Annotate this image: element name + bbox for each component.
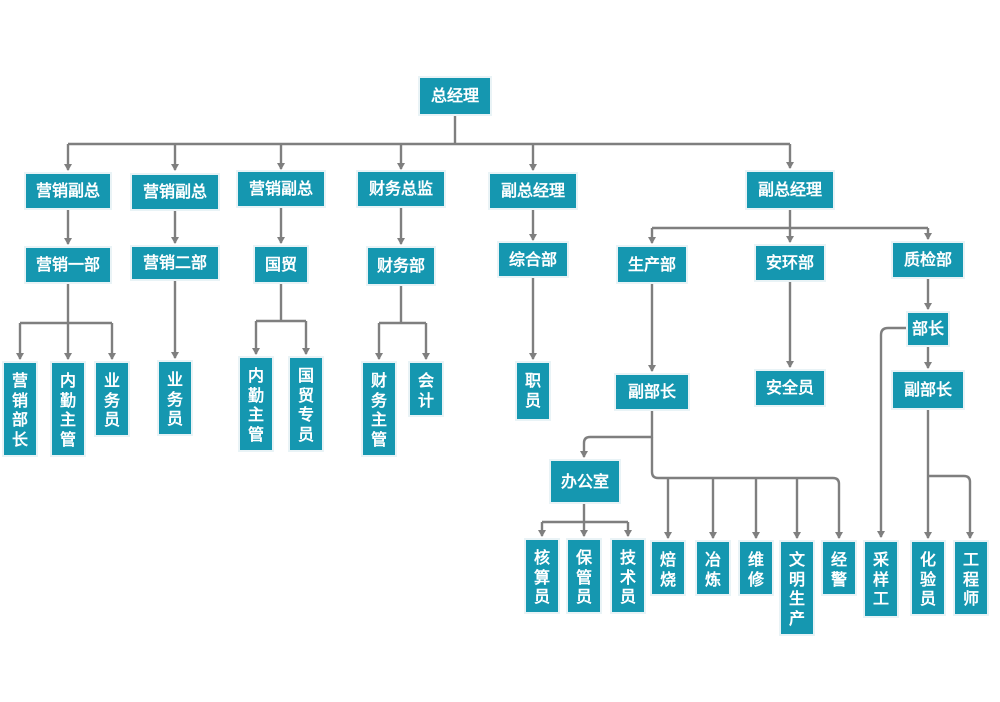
accounting-clerk-box: 核算员 xyxy=(524,538,560,614)
lab-tester-box: 化验员 xyxy=(910,540,946,616)
sales-vp-2-box: 营销副总 xyxy=(130,173,220,211)
sales-dept-1-box: 营销一部 xyxy=(24,246,112,284)
sales-vp-3-box: 营销副总 xyxy=(236,170,326,208)
sales-vp-1-box: 营销副总 xyxy=(24,172,112,210)
intl-trade-box: 国贸 xyxy=(253,245,309,284)
deputy-gm-2-box: 副总经理 xyxy=(745,170,835,210)
finance-director-box: 财务总监 xyxy=(356,170,446,208)
staff-box: 职员 xyxy=(515,361,551,421)
safety-env-dept-box: 安环部 xyxy=(754,244,826,282)
finance-supervisor-box: 财务主管 xyxy=(361,361,397,457)
sales-dept-2-box: 营销二部 xyxy=(130,245,220,281)
maintenance-box: 维修 xyxy=(738,540,774,596)
trade-specialist-box: 国贸专员 xyxy=(288,356,324,452)
accountant-box: 会计 xyxy=(408,361,444,417)
civil-production-box: 文明生产 xyxy=(779,540,815,636)
sampler-box: 采样工 xyxy=(863,540,899,618)
sales-manager-box: 营销部长 xyxy=(2,361,38,457)
finance-dept-box: 财务部 xyxy=(366,246,436,286)
prod-deputy-head-box: 副部长 xyxy=(614,373,690,411)
production-dept-box: 生产部 xyxy=(616,245,688,284)
smelting-box: 冶炼 xyxy=(695,540,731,596)
technician-box: 技术员 xyxy=(610,538,646,614)
qc-deputy-head-box: 副部长 xyxy=(891,370,965,410)
custodian-box: 保管员 xyxy=(566,538,602,614)
safety-officer-box: 安全员 xyxy=(754,369,826,407)
general-manager-box: 总经理 xyxy=(418,76,492,116)
inside-supervisor-2-box: 内勤主管 xyxy=(238,356,274,452)
deputy-gm-1-box: 副总经理 xyxy=(488,172,578,210)
general-dept-box: 综合部 xyxy=(497,241,569,278)
qc-head-box: 部长 xyxy=(906,311,950,347)
salesperson-1-box: 业务员 xyxy=(94,361,130,437)
roasting-box: 焙烧 xyxy=(650,540,686,596)
office-box: 办公室 xyxy=(549,459,621,504)
police-box: 经警 xyxy=(821,540,857,596)
salesperson-2-box: 业务员 xyxy=(157,360,193,436)
engineer-box: 工程师 xyxy=(953,540,989,616)
inside-supervisor-1-box: 内勤主管 xyxy=(50,361,86,457)
qc-dept-box: 质检部 xyxy=(891,241,965,279)
